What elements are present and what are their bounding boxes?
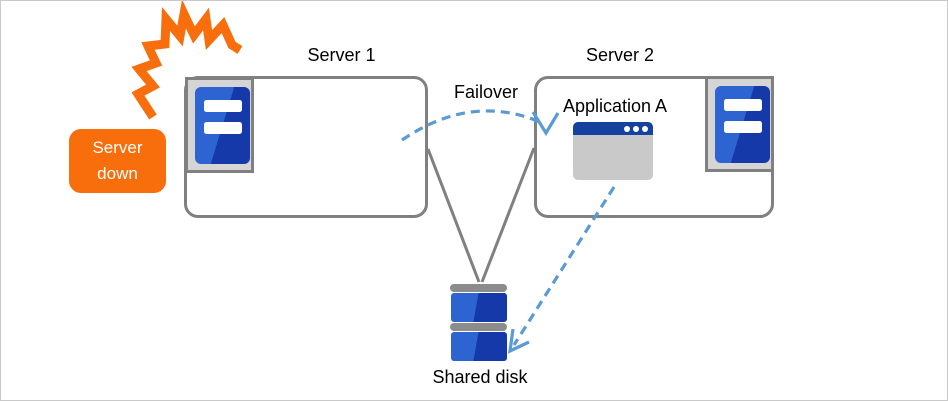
disk-body-icon: [450, 293, 507, 322]
tower-slot-icon: [204, 122, 242, 134]
server-tower-icon: [715, 86, 770, 163]
app-window-titlebar: [573, 122, 653, 135]
server2-tower-icon: [705, 76, 774, 172]
window-dot-icon: [633, 125, 639, 132]
tower-slot-icon: [724, 121, 762, 133]
server-down-badge: Server down: [69, 129, 166, 193]
server1-label: Server 1: [307, 45, 376, 65]
server1-tower-icon: [185, 77, 254, 173]
app-window-icon: [573, 122, 653, 180]
disk-stack-icon: [450, 284, 507, 362]
application-label: Application A: [562, 96, 668, 116]
server1-disk-link: [426, 148, 481, 283]
shared-disk-label: Shared disk: [432, 367, 528, 387]
window-dot-icon: [642, 125, 648, 132]
disk-body-icon: [450, 332, 507, 361]
failover-label: Failover: [453, 82, 519, 102]
disk-bar-icon: [450, 284, 507, 292]
server-tower-icon: [195, 87, 250, 164]
tower-slot-icon: [724, 99, 762, 111]
window-dot-icon: [624, 125, 630, 132]
app-disk-arrowhead-icon: [508, 328, 530, 354]
disk-bar-icon: [450, 323, 507, 331]
server2-disk-link: [480, 147, 536, 283]
tower-slot-icon: [204, 100, 242, 112]
server2-label: Server 2: [585, 45, 655, 65]
